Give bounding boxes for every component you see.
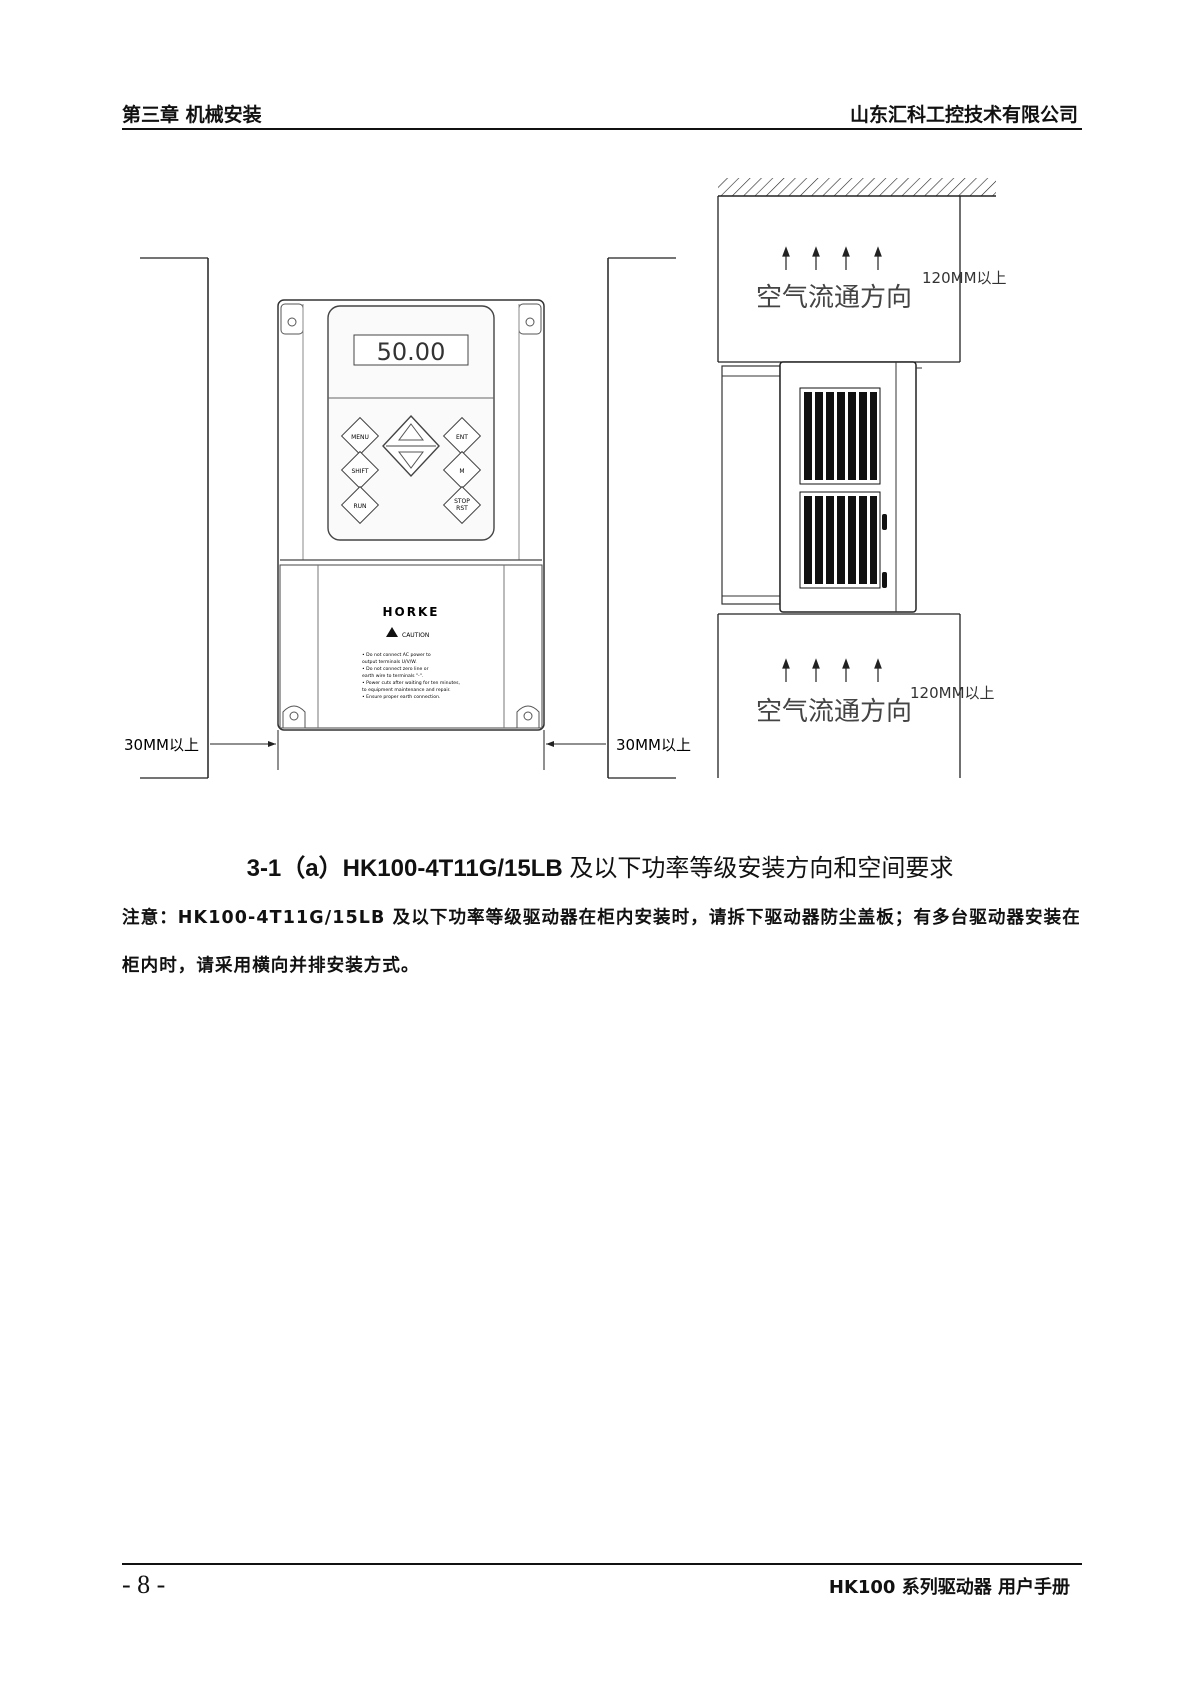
up-down-keys	[382, 414, 440, 478]
company-name: 山东汇科工控技术有限公司	[849, 104, 1078, 126]
upper-vent-grille	[799, 387, 881, 485]
header-divider	[122, 128, 1082, 130]
installation-note: 注意：HK100-4T11G/15LB 及以下功率等级驱动器在柜内安装时，请拆下…	[122, 908, 1081, 976]
key-menu: MENU	[340, 416, 380, 456]
caption-suffix: 及以下功率等级安装方向和空间要求	[569, 854, 954, 882]
installation-figure: 50.00 MENU ENT SHIFT M RUN STOP RST	[124, 178, 1007, 779]
key-stop-rst: STOP RST	[442, 485, 482, 525]
right-clearance-dimension: 30MM以上	[543, 730, 691, 770]
caution-line: • Do not connect zero line or	[362, 666, 429, 672]
figure-caption: 3-1（a）HK100-4T11G/15LB 及以下功率等级安装方向和空间要求	[0, 848, 1200, 883]
key-menu-label: MENU	[351, 434, 369, 441]
key-run: RUN	[340, 485, 380, 525]
key-m: M	[442, 450, 482, 490]
airflow-label-top: 空气流通方向	[756, 283, 912, 313]
key-stop-label: STOP	[454, 498, 470, 505]
drive-front-view: 50.00 MENU ENT SHIFT M RUN STOP RST	[277, 299, 545, 731]
caution-line: earth wire to terminals "-".	[362, 673, 423, 679]
key-rst-label: RST	[456, 505, 468, 512]
airflow-label-bottom: 空气流通方向	[756, 697, 912, 727]
brand-logo: HORKE	[383, 605, 440, 619]
key-ent: ENT	[442, 416, 482, 456]
footer-divider	[122, 1563, 1082, 1565]
upper-clearance-zone: 空气流通方向 120MM以上	[717, 196, 1007, 363]
caption-prefix: 3-1（a）HK100-4T11G/15LB	[246, 855, 570, 882]
left-clearance-dimension: 30MM以上	[124, 730, 279, 770]
lower-clearance-zone: 空气流通方向 120MM以上	[717, 613, 995, 778]
top-clearance-label: 120MM以上	[922, 269, 1007, 287]
airflow-arrows-bottom	[782, 658, 882, 682]
ceiling-hatch	[718, 178, 996, 197]
warning-icon	[386, 627, 398, 637]
left-wall	[140, 257, 209, 779]
key-m-label: M	[459, 468, 464, 475]
right-wall	[607, 257, 676, 779]
lower-vent-grille	[799, 491, 881, 589]
page-number: - 8 -	[122, 1570, 166, 1599]
key-shift-label: SHIFT	[351, 468, 368, 475]
caution-line: output terminals U/V/W.	[362, 659, 417, 665]
drive-side-view	[721, 361, 922, 613]
left-clearance-label: 30MM以上	[124, 736, 199, 754]
caution-line: • Do not connect AC power to	[362, 652, 431, 658]
caution-line: • Power cuts after waiting for ten minut…	[362, 680, 461, 686]
right-clearance-label: 30MM以上	[616, 736, 691, 754]
caution-text: • Do not connect AC power to output term…	[362, 652, 461, 700]
airflow-arrows-top	[782, 246, 882, 270]
manual-title: HK100 系列驱动器 用户手册	[828, 1577, 1070, 1598]
down-arrow-icon	[398, 451, 424, 469]
key-shift: SHIFT	[340, 450, 380, 490]
up-arrow-icon	[398, 423, 424, 441]
caution-title: CAUTION	[402, 632, 429, 639]
caution-line: to equipment maintenance and repair.	[362, 687, 451, 693]
key-run-label: RUN	[353, 503, 366, 510]
chapter-title: 第三章 机械安装	[122, 104, 262, 126]
display-readout: 50.00	[377, 338, 446, 366]
bottom-clearance-label: 120MM以上	[910, 684, 995, 702]
caution-line: • Ensure proper earth connection.	[362, 694, 440, 700]
key-ent-label: ENT	[456, 434, 468, 441]
